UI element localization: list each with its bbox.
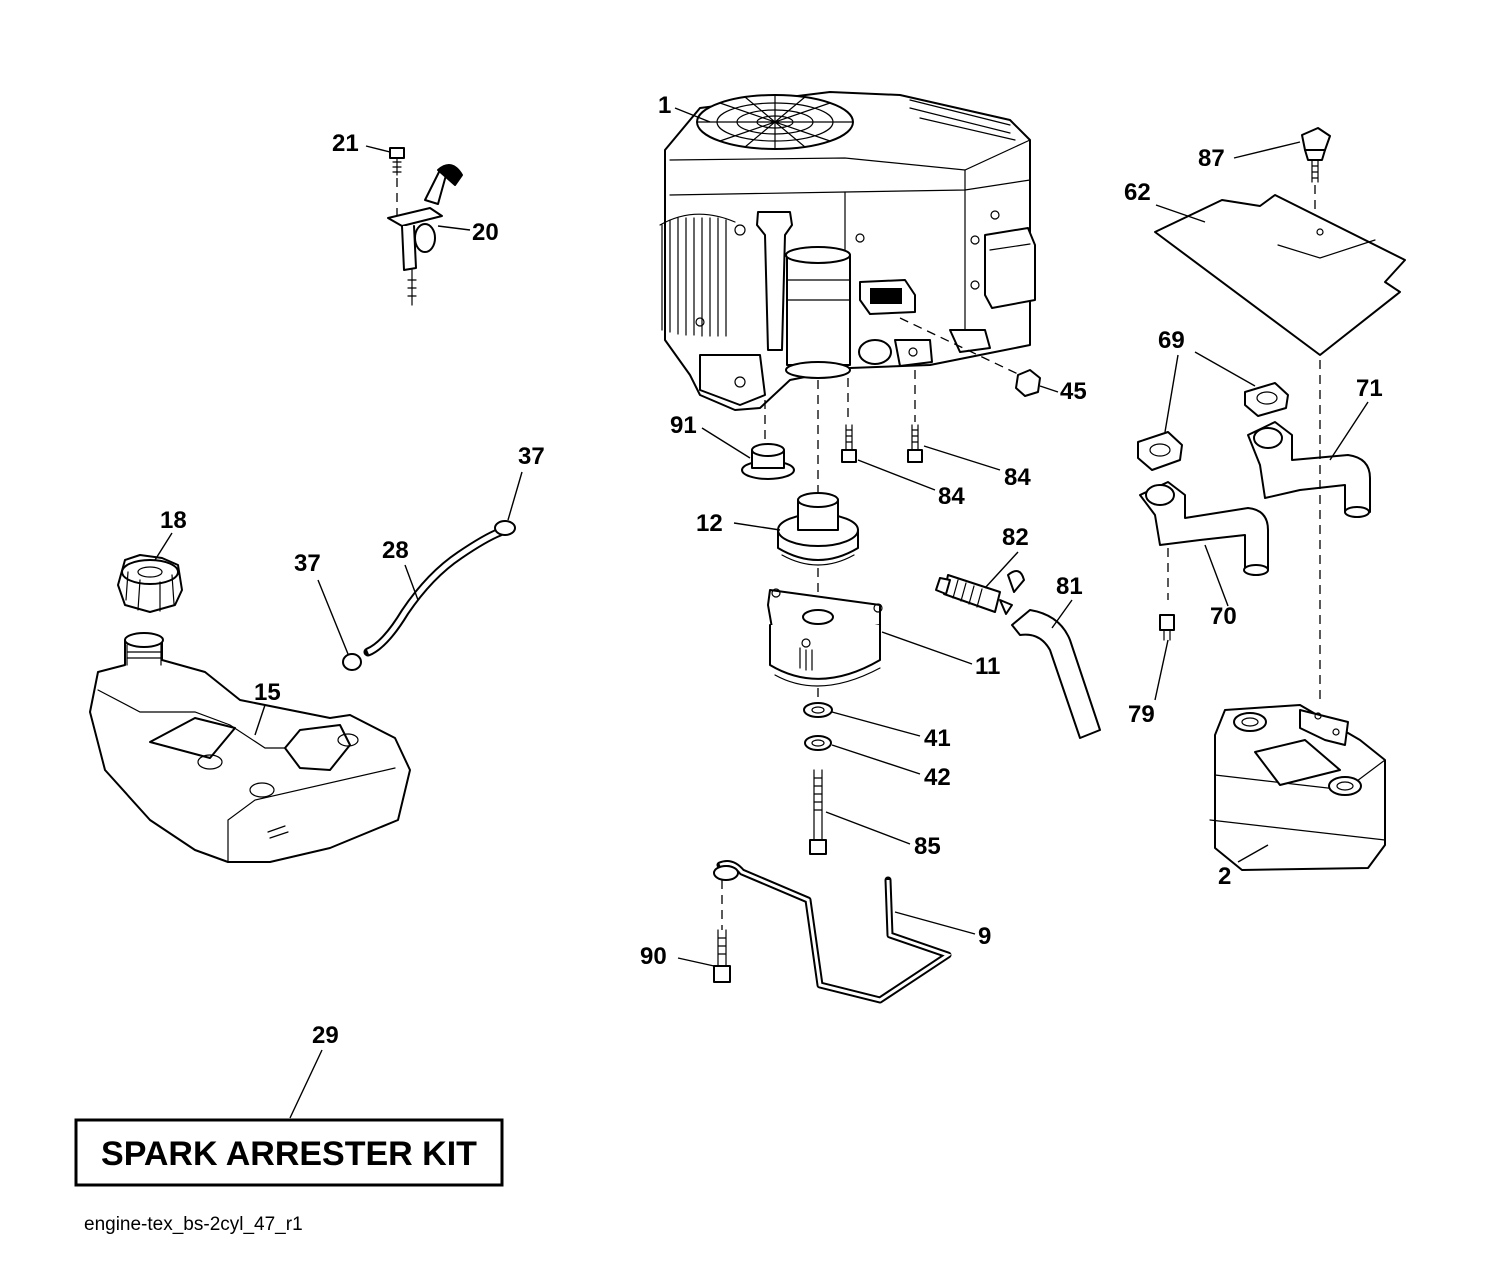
hose-clamp-37-top[interactable] <box>494 520 516 536</box>
callout-11: 11 <box>975 653 1000 680</box>
callout-81: 81 <box>1056 573 1083 600</box>
throttle-control[interactable] <box>387 164 463 306</box>
spark-arrester-kit-label: SPARK ARRESTER KIT <box>101 1135 477 1173</box>
screw-21[interactable] <box>389 147 405 176</box>
diagram-code: engine-tex_bs-2cyl_47_r1 <box>84 1214 303 1235</box>
callout-20: 20 <box>472 219 499 246</box>
rod-9[interactable] <box>713 860 952 1004</box>
callout-70: 70 <box>1210 603 1237 630</box>
fuel-filter-82[interactable] <box>935 570 1025 615</box>
exhaust-pipe-71[interactable] <box>1247 421 1371 518</box>
screw-87[interactable] <box>1301 127 1331 183</box>
fuel-tank[interactable] <box>89 632 411 863</box>
callout-87: 87 <box>1198 145 1225 172</box>
engine[interactable] <box>659 91 1036 411</box>
bolt-85[interactable] <box>809 769 827 855</box>
callout-91: 91 <box>670 412 697 439</box>
fuel-line[interactable] <box>363 527 505 657</box>
spark-arrester-kit[interactable]: SPARK ARRESTER KIT <box>74 1118 504 1187</box>
washer-42[interactable] <box>804 735 832 751</box>
callout-15: 15 <box>254 679 281 706</box>
callout-62: 62 <box>1124 179 1151 206</box>
heat-shield-62[interactable] <box>1154 194 1406 356</box>
fuel-cap[interactable] <box>117 554 183 613</box>
bolt-79[interactable] <box>1159 614 1175 641</box>
nut-45[interactable] <box>1015 369 1041 397</box>
callout-29: 29 <box>312 1022 339 1049</box>
gasket-69-left[interactable] <box>1137 431 1183 471</box>
bolt-84-left[interactable] <box>841 424 857 463</box>
callout-41: 41 <box>924 725 951 752</box>
callout-69: 69 <box>1158 327 1185 354</box>
bolt-90[interactable] <box>713 929 731 983</box>
electric-clutch-11[interactable] <box>767 588 883 687</box>
callout-84-right: 84 <box>1004 464 1031 491</box>
callout-28: 28 <box>382 537 409 564</box>
callout-90: 90 <box>640 943 667 970</box>
callout-21: 21 <box>332 130 359 157</box>
callout-37-top: 37 <box>518 443 545 470</box>
callout-9: 9 <box>978 923 991 950</box>
spark-arrester-kit-box <box>74 1118 504 1187</box>
hose-81[interactable] <box>1011 609 1101 739</box>
callout-1: 1 <box>658 92 671 119</box>
callout-42: 42 <box>924 764 951 791</box>
callout-37-bottom: 37 <box>294 550 321 577</box>
callout-2: 2 <box>1218 863 1231 890</box>
callout-85: 85 <box>914 833 941 860</box>
callout-79: 79 <box>1128 701 1155 728</box>
pulley-12[interactable] <box>777 492 859 566</box>
hose-clamp-37-bottom[interactable] <box>342 653 362 671</box>
callout-18: 18 <box>160 507 187 534</box>
exhaust-pipe-70[interactable] <box>1139 481 1269 576</box>
muffler-2[interactable] <box>1209 704 1386 871</box>
callout-45: 45 <box>1060 378 1087 405</box>
bolt-84-right[interactable] <box>907 424 923 463</box>
callout-82: 82 <box>1002 524 1029 551</box>
gasket-69-right[interactable] <box>1244 382 1289 417</box>
callout-71: 71 <box>1356 375 1383 402</box>
bushing-91[interactable] <box>741 443 795 480</box>
callout-84-left: 84 <box>938 483 965 510</box>
callout-12: 12 <box>696 510 723 537</box>
washer-41[interactable] <box>803 702 833 718</box>
